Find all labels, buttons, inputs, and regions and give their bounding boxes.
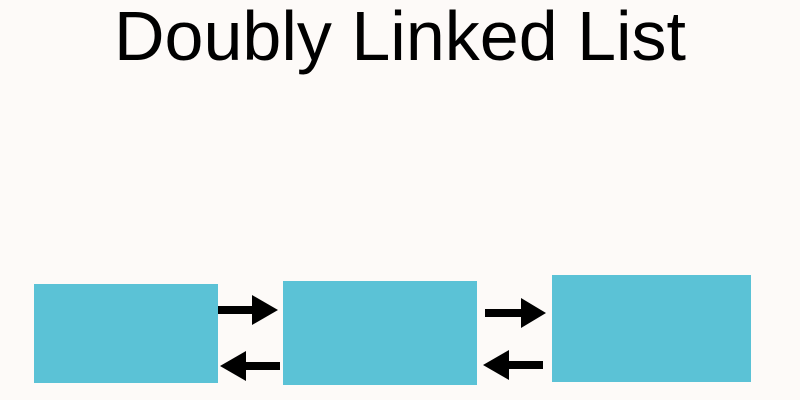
next-arrow-2-to-3 — [485, 298, 546, 328]
list-node-1 — [34, 284, 218, 383]
list-node-3 — [552, 275, 751, 382]
next-arrow-1-to-2 — [218, 295, 278, 325]
prev-arrow-3-to-2 — [483, 350, 543, 380]
diagram-title: Doubly Linked List — [114, 0, 686, 75]
prev-arrow-2-to-1 — [220, 351, 280, 381]
list-node-2 — [283, 281, 477, 385]
